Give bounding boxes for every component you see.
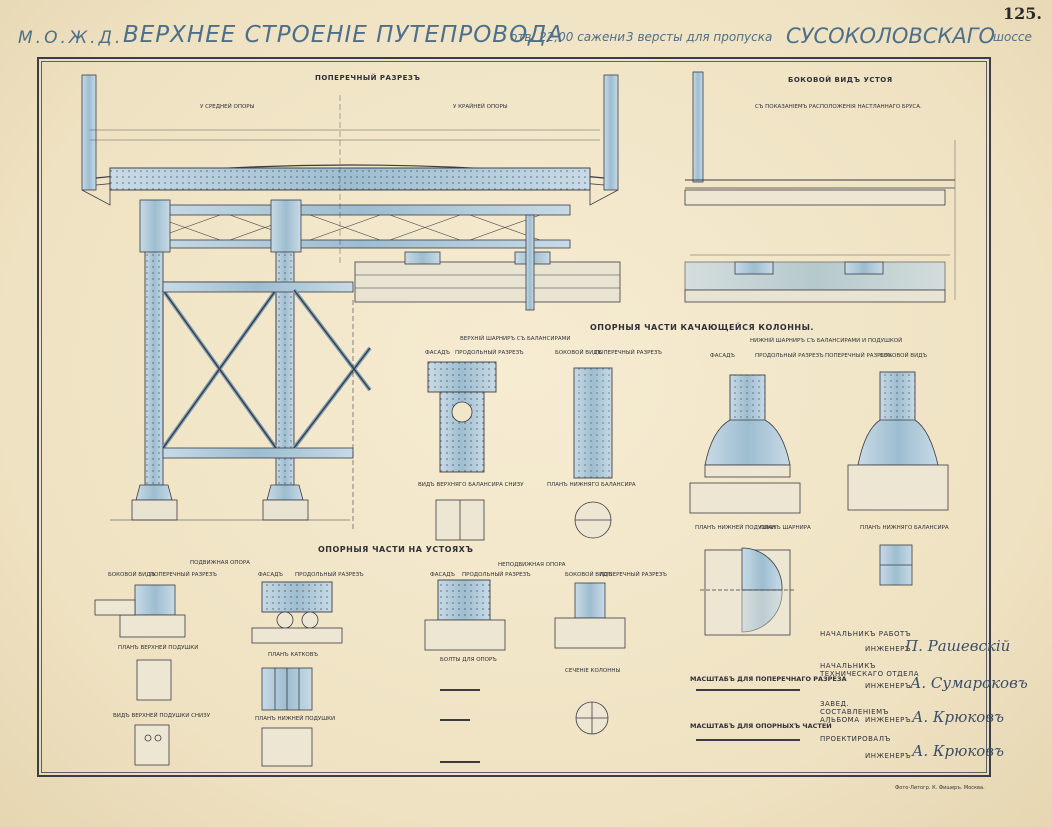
lithographer-credit: Фото-Литогр. К. Фишеръ. Москва.	[895, 785, 985, 791]
movable-side-label: БОКОВОЙ ВИДЪ	[108, 572, 156, 578]
upper-balancer-bottom-label: ВИДЪ ВЕРХНЯГО БАЛАНСИРА СНИЗУ	[418, 482, 524, 488]
column-section-label: СЕЧЕНIЕ КОЛОННЫ	[565, 668, 621, 674]
road-abbreviation: М.О.Ж.Д.	[18, 28, 124, 48]
at-end-support-label: У КРАЙНЕЙ ОПОРЫ	[453, 104, 508, 110]
signature-3-title: ИНЖЕНЕРЪ	[865, 716, 912, 724]
outer-frame	[37, 57, 991, 777]
cross-section-title: ПОПЕРЕЧНЫЙ РАЗРЕЗЪ	[315, 74, 421, 82]
upper-hinge-title: ВЕРХНIЙ ШАРНИРЪ СЪ БАЛАНСИРАМИ	[460, 336, 571, 342]
fixed-transverse-label: ПОПЕРЕЧНЫЙ РАЗРЕЗЪ	[600, 572, 667, 578]
inner-frame	[41, 61, 987, 773]
upper-hinge-side-label: БОКОВОЙ ВИДЪ	[555, 350, 603, 356]
fixed-longitudinal-label: ПРОДОЛЬНЫЙ РАЗРЕЗЪ	[462, 572, 531, 578]
highway-name: СУСОКОЛОВСКАГО	[786, 24, 995, 48]
lower-hinge-transverse-label: ПОПЕРЕЧНЫЙ РАЗРЕЗЪ	[825, 353, 892, 359]
upper-cushion-bottom-label: ВИДЪ ВЕРХНЕЙ ПОДУШКИ СНИЗУ	[113, 713, 211, 719]
sheet-title: ВЕРХНЕЕ СТРОЕНIЕ ПУТЕПРОВОДА	[123, 22, 564, 48]
hinge-plan-label: ПЛАНЪ ШАРНИРА	[760, 525, 811, 531]
plate-number: 125.	[1003, 4, 1042, 23]
upper-hinge-facade-label: ФАСАДЪ	[425, 350, 450, 356]
signature-3-name: А. Крюковъ	[912, 708, 1005, 726]
fixed-side-label: БОКОВОЙ ВИДЪ	[565, 572, 613, 578]
lower-hinge-facade-label: ФАСАДЪ	[710, 353, 735, 359]
rollers-plan-label: ПЛАНЪ КАТКОВЪ	[268, 652, 319, 658]
rocking-column-title: ОПОРНЫЯ ЧАСТИ КАЧАЮЩЕЙСЯ КОЛОННЫ.	[590, 323, 814, 332]
bearings-scale-title: МАСШТАБЪ ДЛЯ ОПОРНЫХЪ ЧАСТЕЙ	[690, 722, 832, 730]
upper-hinge-longitudinal-label: ПРОДОЛЬНЫЙ РАЗРЕЗЪ	[455, 350, 524, 356]
fixed-bearing-details	[424, 579, 626, 763]
signature-2-name: А. Сумароковъ	[910, 674, 1028, 692]
bolts-label: БОЛТЫ ДЛЯ ОПОРЪ	[440, 657, 497, 663]
abutment-side-view	[684, 71, 956, 303]
lower-balancer-plan-label: ПЛАНЪ НИЖНЯГО БАЛАНСИРА	[547, 482, 636, 488]
upper-hinge-details	[427, 361, 613, 541]
movable-transverse-label: ПОПЕРЕЧНЫЙ РАЗРЕЗЪ	[150, 572, 217, 578]
fixed-facade-label: ФАСАДЪ	[430, 572, 455, 578]
fixed-bearing-title: НЕПОДВИЖНАЯ ОПОРА	[498, 562, 566, 568]
sheet-header: М.О.Ж.Д. ВЕРХНЕЕ СТРОЕНIЕ ПУТЕПРОВОДА от…	[18, 22, 1032, 52]
signature-4-name: А. Крюковъ	[912, 742, 1005, 760]
upper-hinge-transverse-label: ПОПЕРЕЧНЫЙ РАЗРЕЗЪ	[595, 350, 662, 356]
abutment-bearing-details	[94, 581, 343, 767]
cross-bracing	[110, 281, 372, 530]
scale-bars	[696, 689, 800, 741]
signature-4-role: ПРОЕКТИРОВАЛЪ	[820, 735, 891, 743]
signature-1-title: ИНЖЕНЕРЪ	[865, 645, 912, 653]
movable-longitudinal-label: ПРОДОЛЬНЫЙ РАЗРЕЗЪ	[295, 572, 364, 578]
span-note: отв. 22,00 сажени	[510, 30, 625, 44]
abutment-side-note: СЪ ПОКАЗАНIЕМЪ РАСПОЛОЖЕНIЯ НАСТЛАННАГО …	[755, 104, 922, 110]
signature-1-name: П. Рашевскiй	[905, 637, 1011, 655]
lower-hinge-title: НИЖНIЙ ШАРНИРЪ СЪ БАЛАНСИРАМИ И ПОДУШКОЙ	[750, 338, 903, 344]
signature-1-role: НАЧАЛЬНИКЪ РАБОТЪ	[820, 630, 912, 638]
lower-hinge-longitudinal-label: ПРОДОЛЬНЫЙ РАЗРЕЗЪ	[755, 353, 824, 359]
signature-2-title: ИНЖЕНЕРЪ	[865, 682, 912, 690]
upper-cushion-plan-label: ПЛАНЪ ВЕРХНЕЙ ПОДУШКИ	[118, 645, 199, 651]
movable-bearing-title: ПОДВИЖНАЯ ОПОРА	[190, 560, 250, 566]
signature-4-title: ИНЖЕНЕРЪ	[865, 752, 912, 760]
lower-cushion-plan-label: ПЛАНЪ НИЖНЕЙ ПОДУШКИ	[695, 525, 776, 531]
at-middle-support-label: У СРЕДНЕЙ ОПОРЫ	[200, 104, 255, 110]
verst-note: 3 версты для пропуска	[626, 30, 773, 44]
abutment-side-title: БОКОВОЙ ВИДЪ УСТОЯ	[788, 76, 893, 84]
highway-word: шоссе	[993, 30, 1032, 44]
cross-section-view	[81, 74, 621, 311]
abutment-bearings-title: ОПОРНЫЯ ЧАСТИ НА УСТОЯХЪ	[318, 545, 474, 554]
lower-hinge-side-label: БОКОВОЙ ВИДЪ	[880, 353, 928, 359]
rocking-columns	[131, 199, 309, 521]
lower-cushion-plan-2-label: ПЛАНЪ НИЖНЕЙ ПОДУШКИ	[255, 716, 336, 722]
signature-2-role: НАЧАЛЬНИКЪ ТЕХНИЧЕСКАГО ОТДЕЛА	[820, 662, 920, 678]
lower-hinge-details	[689, 371, 949, 636]
lower-balancer-plan-2-label: ПЛАНЪ НИЖНЯГО БАЛАНСИРА	[860, 525, 949, 531]
signature-3-role: ЗАВЕД. СОСТАВЛЕНIЕМЪ АЛЬБОМА	[820, 700, 889, 724]
cross-section-scale-title: МАСШТАБЪ ДЛЯ ПОПЕРЕЧНАГО РАЗРЕЗА	[690, 675, 847, 683]
movable-facade-label: ФАСАДЪ	[258, 572, 283, 578]
